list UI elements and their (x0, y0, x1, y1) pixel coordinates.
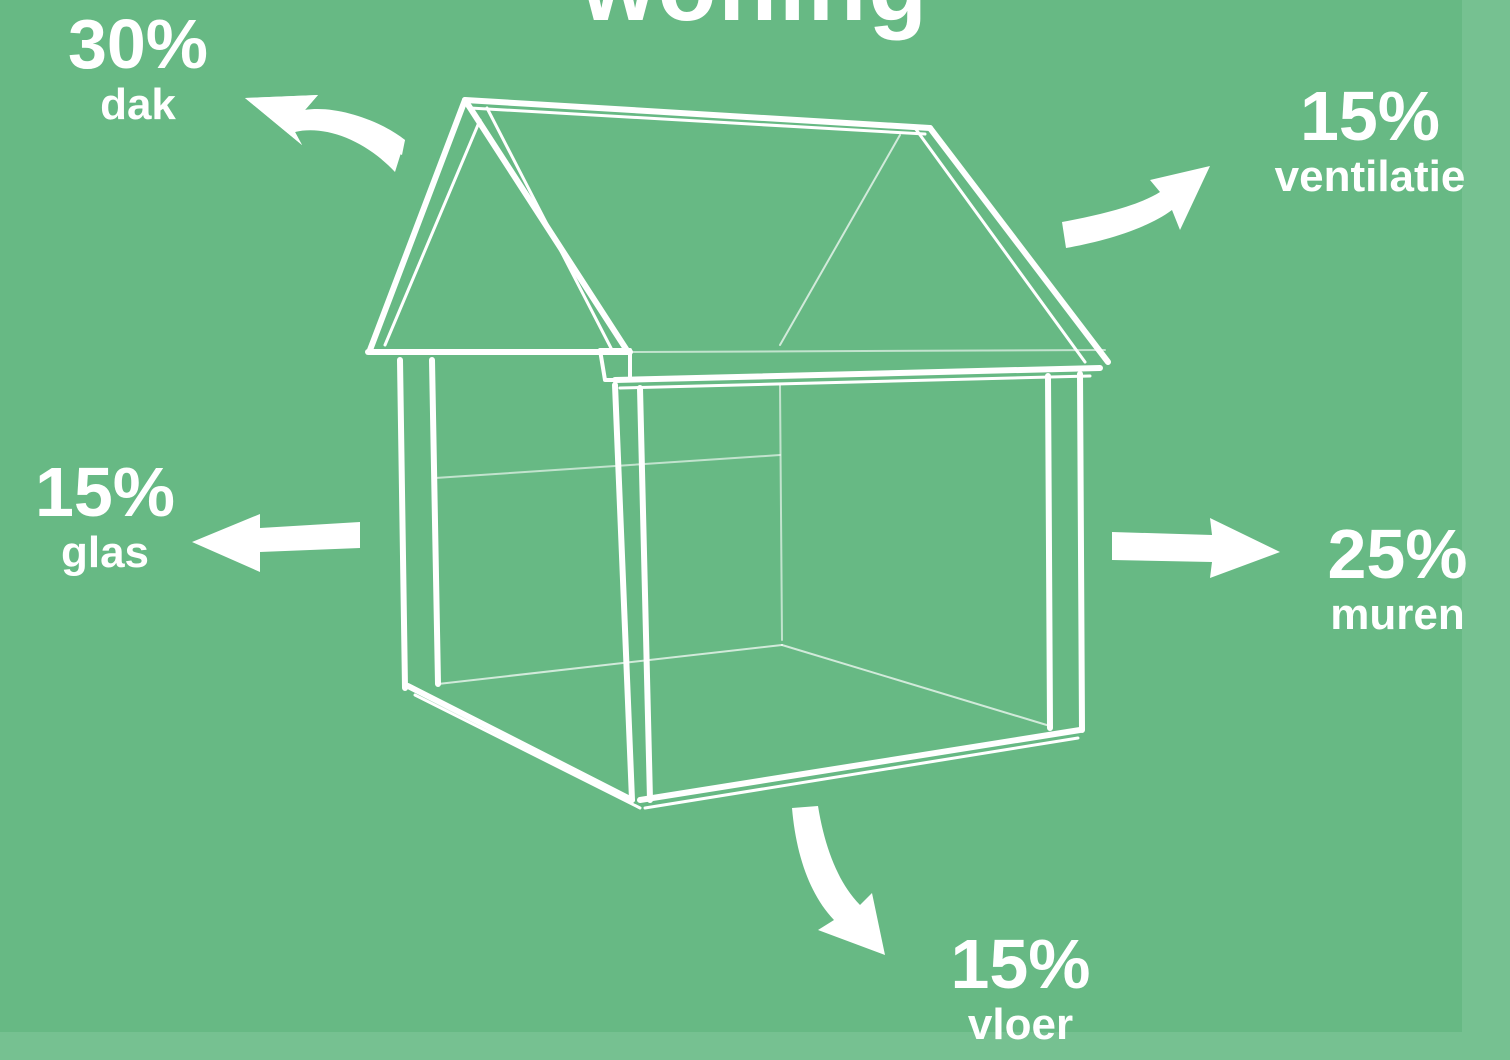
ventilatie-percent: 15% (1250, 80, 1490, 152)
vloer-percent: 15% (928, 928, 1113, 1000)
vloer-arrow-icon (792, 806, 885, 955)
vloer-name: vloer (928, 1000, 1113, 1050)
dak-label: 30% dak (48, 8, 228, 130)
dak-name: dak (48, 80, 228, 130)
ventilatie-label: 15% ventilatie (1250, 80, 1490, 202)
roof-outline (368, 100, 1108, 388)
glas-percent: 15% (15, 456, 195, 528)
ventilatie-arrow-icon (1062, 166, 1210, 248)
ventilatie-name: ventilatie (1250, 152, 1490, 202)
dak-percent: 30% (48, 8, 228, 80)
muren-label: 25% muren (1305, 518, 1490, 640)
muren-arrow-icon (1112, 518, 1280, 578)
dak-arrow-icon (245, 95, 405, 172)
glas-label: 15% glas (15, 456, 195, 578)
glas-arrow-icon (192, 514, 360, 572)
muren-percent: 25% (1305, 518, 1490, 590)
glas-name: glas (15, 528, 195, 578)
muren-name: muren (1305, 590, 1490, 640)
vloer-label: 15% vloer (928, 928, 1113, 1050)
wall-outline (400, 360, 1082, 808)
